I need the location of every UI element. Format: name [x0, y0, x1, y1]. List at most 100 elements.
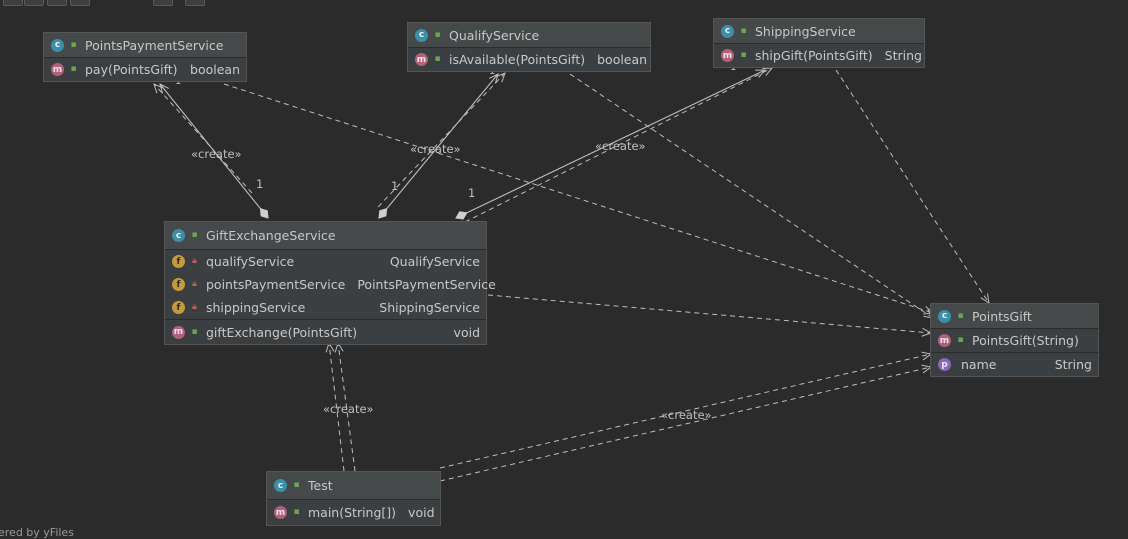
class-header: c ▪ GiftExchangeService: [165, 222, 486, 250]
method-name: pay(PointsGift): [85, 62, 178, 77]
method-type: boolean: [597, 52, 648, 67]
method-icon: m: [415, 53, 428, 66]
class-icon: c: [51, 38, 64, 52]
create-edge-test-gift-b: [439, 367, 931, 482]
method-type: String: [884, 48, 922, 63]
class-name: ShippingService: [755, 23, 856, 39]
class-node-points-gift[interactable]: c ▪ PointsGift m ▪ PointsGift(String) p …: [930, 303, 1099, 377]
class-node-points-payment-service[interactable]: c ▪ PointsPaymentService m ▪ pay(PointsG…: [43, 32, 247, 82]
toolbar-button[interactable]: [153, 0, 173, 6]
class-name: PointsGift: [972, 308, 1032, 324]
aggregation-edge-shipping: [456, 70, 765, 218]
constructor-name: PointsGift(String): [972, 333, 1079, 348]
create-edge-shipping: [464, 68, 772, 223]
class-node-shipping-service[interactable]: c ▪ ShippingService m ▪ shipGift(PointsG…: [713, 18, 925, 68]
class-name: Test: [308, 478, 333, 493]
multiplicity-label: 1: [391, 179, 399, 193]
toolbar-button[interactable]: [70, 0, 90, 6]
method-row[interactable]: m ▪ pay(PointsGift) boolean: [44, 58, 246, 81]
create-edge-payment: [154, 84, 253, 194]
constructor-row[interactable]: m ▪ PointsGift(String): [931, 329, 1098, 352]
method-name: shipGift(PointsGift): [755, 48, 873, 63]
create-label-payment: «create»: [191, 147, 242, 161]
class-icon: c: [721, 24, 734, 38]
private-lock-icon: 🔒︎: [192, 279, 197, 289]
toolbar-button[interactable]: [185, 0, 205, 6]
method-icon: m: [51, 63, 64, 76]
field-name: qualifyService: [206, 254, 295, 269]
toolbar-button[interactable]: [24, 0, 44, 6]
private-lock-icon: 🔒︎: [192, 256, 197, 266]
multiplicity-label: 1: [256, 177, 264, 191]
dep-edge-qualify-gift: [569, 73, 933, 318]
property-type: String: [1054, 357, 1092, 372]
class-name: GiftExchangeService: [206, 228, 336, 243]
method-name: isAvailable(PointsGift): [449, 52, 586, 67]
class-header: c ▪ QualifyService: [408, 23, 650, 48]
field-type: ShippingService: [379, 300, 480, 315]
public-visibility-icon: ▪: [70, 39, 77, 50]
class-node-qualify-service[interactable]: c ▪ QualifyService m ▪ isAvailable(Point…: [407, 22, 651, 72]
property-icon: p: [938, 358, 951, 371]
class-icon: c: [938, 309, 951, 323]
dep-edge-shipping-gift: [835, 69, 989, 303]
create-label-test-exchange: «create»: [323, 402, 374, 416]
create-label-shipping: «create»: [595, 139, 646, 153]
create-edge-test-gift-a: [439, 354, 931, 469]
public-visibility-icon: ▪: [434, 29, 441, 40]
method-icon: m: [721, 49, 734, 62]
field-icon: f: [172, 301, 185, 314]
public-visibility-icon: ▪: [957, 310, 964, 321]
class-node-test[interactable]: c ▪ Test m ▪ main(String[]) void: [266, 471, 441, 526]
method-icon: m: [172, 325, 185, 339]
method-icon: m: [274, 506, 287, 519]
public-visibility-icon: ▪: [740, 50, 747, 60]
create-edge-test-exchange-a: [329, 343, 345, 472]
class-header: c ▪ PointsPaymentService: [44, 33, 246, 58]
create-edge-test-exchange-b: [338, 343, 356, 472]
method-row[interactable]: m ▪ shipGift(PointsGift) String: [714, 44, 924, 67]
constructor-icon: m: [938, 334, 951, 347]
public-visibility-icon: ▪: [740, 25, 747, 36]
dep-edge-exchange-gift: [487, 294, 931, 333]
public-visibility-icon: ▪: [957, 335, 964, 345]
field-row[interactable]: f 🔒︎ qualifyService QualifyService: [165, 250, 486, 273]
create-label-test-gift: «create»: [661, 408, 712, 422]
field-row[interactable]: f 🔒︎ shippingService ShippingService: [165, 296, 486, 319]
public-visibility-icon: ▪: [191, 230, 198, 240]
field-row[interactable]: f 🔒︎ pointsPaymentService PointsPaymentS…: [165, 273, 496, 296]
class-node-gift-exchange-service[interactable]: c ▪ GiftExchangeService f 🔒︎ qualifyServ…: [164, 221, 496, 345]
public-visibility-icon: ▪: [191, 326, 198, 337]
toolbar-button[interactable]: [47, 0, 67, 6]
class-name: QualifyService: [449, 27, 540, 43]
public-visibility-icon: ▪: [434, 54, 441, 64]
class-header: c ▪ Test: [267, 472, 440, 500]
class-header: c ▪ PointsGift: [931, 304, 1098, 329]
field-icon: f: [172, 278, 185, 291]
private-lock-icon: 🔒︎: [192, 302, 197, 312]
method-row[interactable]: m ▪ main(String[]) void: [267, 500, 440, 525]
method-type: void: [453, 324, 480, 340]
method-type: boolean: [190, 62, 240, 77]
field-name: pointsPaymentService: [206, 277, 346, 292]
create-edge-qualify: [377, 73, 505, 208]
method-name: main(String[]): [308, 505, 397, 520]
class-icon: c: [274, 479, 287, 492]
field-icon: f: [172, 255, 185, 268]
property-row[interactable]: p name String: [931, 352, 1098, 376]
dep-edge-payment-gift: [223, 83, 933, 313]
multiplicity-label: 1: [468, 186, 476, 200]
method-row[interactable]: m ▪ giftExchange(PointsGift) void: [165, 319, 486, 344]
class-name: PointsPaymentService: [85, 37, 224, 53]
public-visibility-icon: ▪: [293, 480, 300, 490]
toolbar-button[interactable]: [3, 0, 23, 6]
method-row[interactable]: m ▪ isAvailable(PointsGift) boolean: [408, 48, 650, 71]
class-header: c ▪ ShippingService: [714, 19, 924, 44]
field-type: QualifyService: [389, 254, 480, 269]
property-name: name: [961, 357, 997, 372]
powered-by-footer: ered by yFiles: [0, 526, 74, 539]
public-visibility-icon: ▪: [293, 507, 300, 517]
field-type: PointsPaymentService: [357, 277, 496, 292]
method-type: void: [408, 505, 435, 520]
